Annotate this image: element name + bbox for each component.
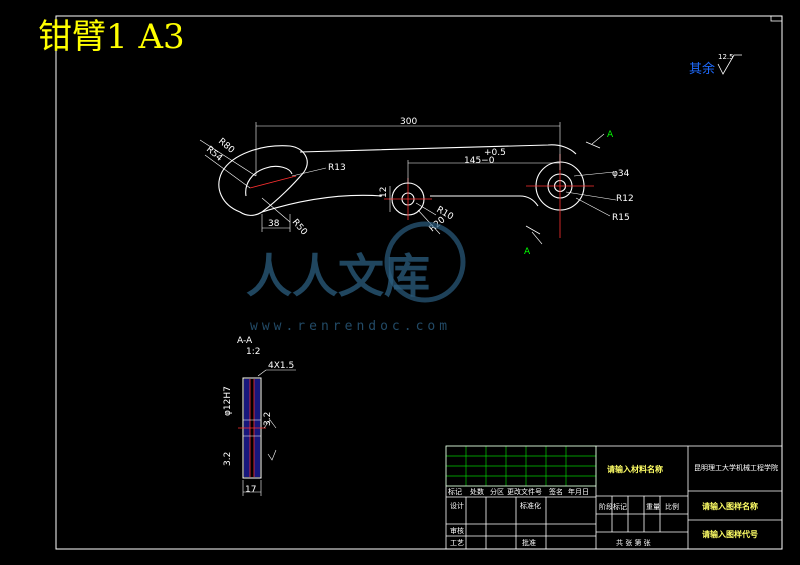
tb-scale: 比例 (665, 502, 679, 511)
corner-mark (770, 15, 783, 22)
dimension-lines (199, 122, 617, 235)
section-markers: A A (524, 130, 614, 257)
roughness-value: 12.5 (718, 53, 734, 61)
section-thickness: 17 (245, 485, 256, 495)
section-mark-top: A (607, 130, 614, 140)
section-scale: 1:2 (246, 347, 260, 357)
tb-school: 昆明理工大学机械工程学院 (694, 463, 778, 472)
section-rough1: 3.2 (263, 412, 273, 426)
part-main-view (218, 144, 585, 216)
rev-header-docno: 更改文件号 (507, 487, 542, 496)
tb-part-code: 请输入图样代号 (702, 529, 758, 539)
tb-approve: 批准 (522, 538, 536, 547)
title-block: 标记 处数 分区 更改文件号 签名 年月日 设计 标准化 审核 工艺 批准 请输… (445, 445, 783, 550)
dim-r50: R50 (290, 218, 309, 238)
tb-weight: 重量 (646, 503, 660, 511)
rev-header-count: 处数 (470, 487, 484, 496)
roughness-symbol (717, 54, 742, 75)
tb-material: 请输入材料名称 (607, 464, 663, 474)
section-view: A-A 1:2 4X1.5 φ12H7 17 3.2 3.2 (223, 336, 296, 496)
dim-w38: 38 (268, 219, 280, 229)
rev-header-zone: 分区 (490, 487, 504, 496)
tb-part-name: 请输入图样名称 (702, 501, 758, 511)
section-bore: φ12H7 (223, 386, 233, 416)
watermark-text: 人人文库 (246, 249, 430, 303)
drawing-title: 钳臂1 A3 (38, 17, 185, 57)
dim-h12: 12 (379, 187, 389, 198)
rev-header-date: 年月日 (568, 487, 589, 496)
dim-tol-upper: +0.5 (484, 148, 506, 158)
dim-r15: R15 (612, 213, 630, 223)
tb-review: 审核 (450, 526, 464, 535)
dim-length: 300 (400, 117, 417, 127)
dim-r13: R13 (328, 163, 346, 173)
tb-standard: 标准化 (520, 501, 541, 510)
section-rough2: 3.2 (223, 452, 233, 466)
dim-center-dist: 145−0 (464, 156, 495, 166)
sheet-border (55, 15, 783, 550)
section-mark-bottom: A (524, 247, 531, 257)
rev-header-mark: 标记 (448, 487, 462, 496)
tb-design: 设计 (450, 501, 464, 510)
tb-sheet: 共 张 第 张 (616, 538, 651, 547)
dimension-texts: 300 +0.5 145−0 R80 R54 R13 φ34 R12 R15 R… (204, 117, 634, 238)
section-title: A-A (237, 336, 253, 346)
watermark: 人人文库 www.renrendoc.com (246, 221, 466, 334)
dim-r12: R12 (616, 194, 634, 204)
rev-header-sign: 签名 (549, 487, 563, 496)
tb-process: 工艺 (450, 539, 464, 547)
tb-stage: 阶段标记 (599, 502, 627, 511)
dim-d34: φ34 (612, 169, 630, 179)
roughness-label: 其余 (689, 61, 715, 77)
section-chamfer: 4X1.5 (268, 361, 294, 371)
watermark-url: www.renrendoc.com (250, 319, 451, 334)
